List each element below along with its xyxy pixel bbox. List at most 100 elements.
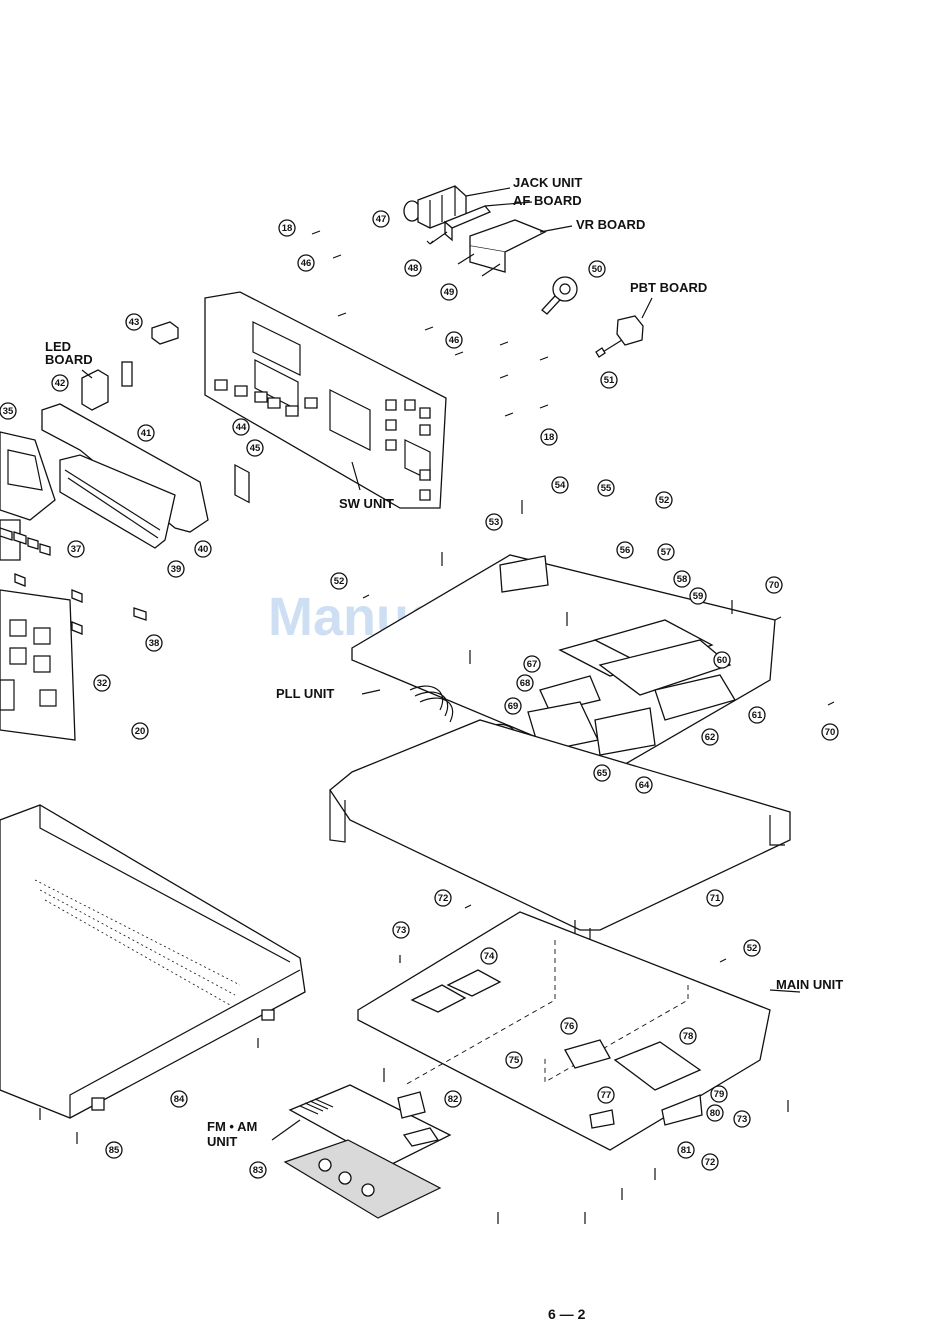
callout-51: 51	[601, 372, 617, 388]
callout-67: 67	[524, 656, 540, 672]
svg-text:71: 71	[710, 893, 721, 904]
svg-text:50: 50	[592, 264, 603, 275]
callout-40: 40	[195, 541, 211, 557]
callout-44: 44	[233, 419, 249, 435]
callout-37: 37	[68, 541, 84, 557]
callout-52b: 52	[331, 573, 347, 589]
callout-46b: 46	[446, 332, 462, 348]
svg-text:65: 65	[597, 768, 608, 779]
callout-83: 83	[250, 1162, 266, 1178]
jack-unit-label: JACK UNIT	[513, 175, 582, 190]
svg-text:20: 20	[135, 726, 146, 737]
callout-65: 65	[594, 765, 610, 781]
callout-46a: 46	[298, 255, 314, 271]
callout-72b: 72	[702, 1154, 718, 1170]
callout-62: 62	[702, 729, 718, 745]
callout-71: 71	[707, 890, 723, 906]
fm-am-unit-label-line1: FM • AM	[207, 1119, 257, 1134]
front-sub-chassis	[205, 292, 446, 508]
callout-47: 47	[373, 211, 389, 227]
callout-59: 59	[690, 588, 706, 604]
svg-text:84: 84	[174, 1094, 185, 1105]
svg-text:57: 57	[661, 547, 672, 558]
callout-75: 75	[506, 1052, 522, 1068]
svg-text:51: 51	[604, 375, 615, 386]
svg-text:68: 68	[520, 678, 531, 689]
callout-42: 42	[52, 375, 68, 391]
svg-text:37: 37	[71, 544, 82, 555]
svg-text:69: 69	[508, 701, 519, 712]
svg-text:73: 73	[737, 1114, 748, 1125]
svg-text:82: 82	[448, 1094, 459, 1105]
callout-73a: 73	[393, 922, 409, 938]
callout-68: 68	[517, 675, 533, 691]
svg-text:42: 42	[55, 378, 66, 389]
callout-57: 57	[658, 544, 674, 560]
callout-69: 69	[505, 698, 521, 714]
af-board-label: AF BOARD	[513, 193, 582, 208]
led-board-label-line2: BOARD	[45, 352, 93, 367]
callout-52a: 52	[656, 492, 672, 508]
callout-70b: 70	[822, 724, 838, 740]
svg-text:38: 38	[149, 638, 160, 649]
callout-80: 80	[707, 1105, 723, 1121]
svg-text:78: 78	[683, 1031, 694, 1042]
callout-18b: 18	[541, 429, 557, 445]
callout-32: 32	[94, 675, 110, 691]
svg-text:62: 62	[705, 732, 716, 743]
svg-text:58: 58	[677, 574, 688, 585]
svg-text:79: 79	[714, 1089, 725, 1100]
callout-20: 20	[132, 723, 148, 739]
callout-38: 38	[146, 635, 162, 651]
callout-18a: 18	[279, 220, 295, 236]
callout-74: 74	[481, 948, 497, 964]
callout-72a: 72	[435, 890, 451, 906]
vr-potentiometer-part	[542, 277, 577, 314]
led-board-part	[82, 362, 132, 410]
svg-text:85: 85	[109, 1145, 120, 1156]
svg-text:67: 67	[527, 659, 538, 670]
svg-text:47: 47	[376, 214, 387, 225]
callout-45: 45	[247, 440, 263, 456]
callout-82: 82	[445, 1091, 461, 1107]
callout-79: 79	[711, 1086, 727, 1102]
svg-text:60: 60	[717, 655, 728, 666]
callout-76: 76	[561, 1018, 577, 1034]
svg-text:46: 46	[301, 258, 312, 269]
svg-text:39: 39	[171, 564, 182, 575]
svg-text:35: 35	[3, 406, 14, 417]
svg-text:32: 32	[97, 678, 108, 689]
svg-text:53: 53	[489, 517, 500, 528]
callout-52c: 52	[744, 940, 760, 956]
callout-85: 85	[106, 1142, 122, 1158]
callout-43: 43	[126, 314, 142, 330]
fm-am-unit-label-line2: UNIT	[207, 1134, 237, 1149]
svg-text:72: 72	[705, 1157, 716, 1168]
svg-text:44: 44	[236, 422, 247, 433]
svg-text:52: 52	[334, 576, 345, 587]
svg-text:64: 64	[639, 780, 650, 791]
svg-text:18: 18	[282, 223, 293, 234]
callout-56: 56	[617, 542, 633, 558]
svg-text:59: 59	[693, 591, 704, 602]
svg-text:73: 73	[396, 925, 407, 936]
svg-text:70: 70	[769, 580, 780, 591]
callout-84: 84	[171, 1091, 187, 1107]
bottom-case-part	[0, 805, 305, 1118]
svg-text:56: 56	[620, 545, 631, 556]
vr-board-label: VR BOARD	[576, 217, 645, 232]
svg-text:52: 52	[659, 495, 670, 506]
pbt-board-label: PBT BOARD	[630, 280, 707, 295]
svg-text:55: 55	[601, 483, 612, 494]
callout-48: 48	[405, 260, 421, 276]
svg-text:70: 70	[825, 727, 836, 738]
callout-54: 54	[552, 477, 568, 493]
callout-49: 49	[441, 284, 457, 300]
svg-text:75: 75	[509, 1055, 520, 1066]
vr-board-part	[458, 220, 545, 276]
callout-77: 77	[598, 1087, 614, 1103]
callout-70a: 70	[766, 577, 782, 593]
callout-58: 58	[674, 571, 690, 587]
callout-78: 78	[680, 1028, 696, 1044]
